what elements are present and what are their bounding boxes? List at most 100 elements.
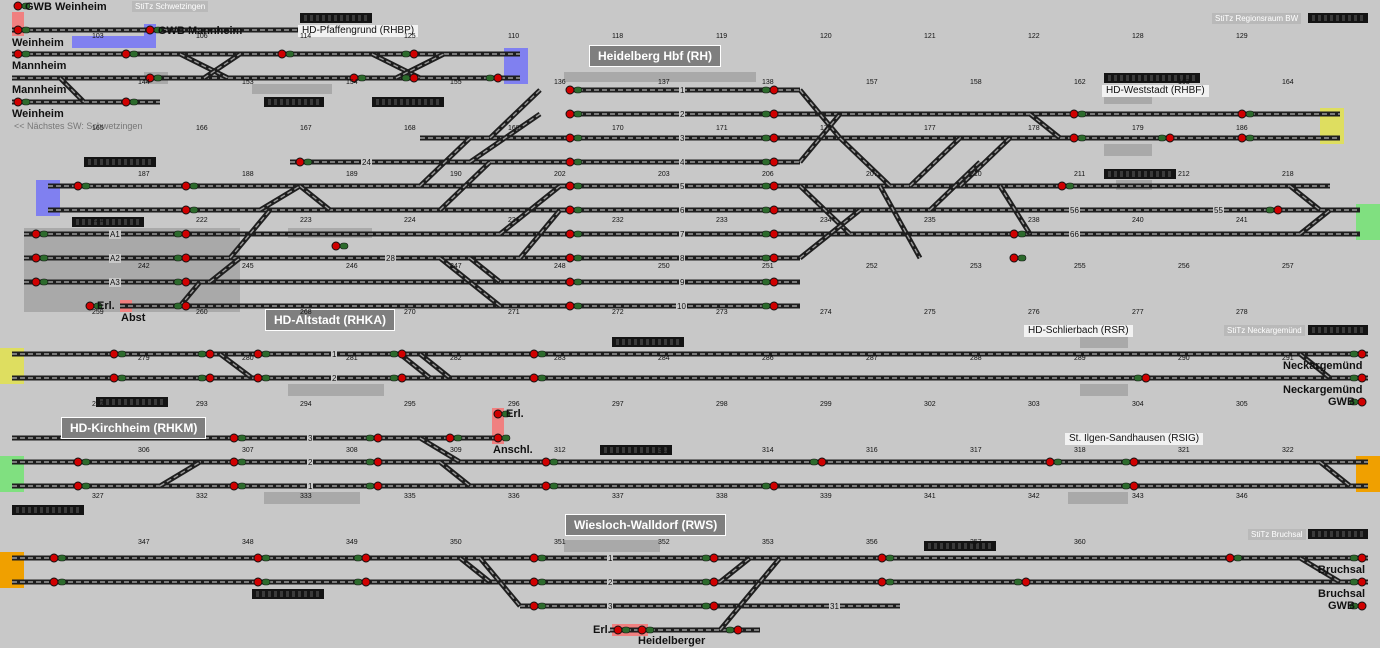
display-cell [1144,75,1147,81]
display-cell [646,447,649,453]
display-cell [106,219,109,225]
signal-head [549,482,559,490]
label-weinheim-top[interactable]: Weinheim [12,37,64,49]
display-cell [976,543,979,549]
display-cell [1120,171,1123,177]
signal-head [261,350,271,358]
header-hd-kirchheim[interactable]: HD-Kirchheim (RHKM) [61,417,207,439]
signal-aspect [181,229,191,239]
display-cell [1336,327,1339,333]
display-cell [148,159,151,165]
track-segment [1298,555,1342,585]
display-cell [130,219,133,225]
label-mannheim-2[interactable]: Mannheim [12,84,67,96]
signal-head [189,206,199,214]
display-cell [58,507,61,513]
display-cell [280,99,283,105]
display-cell [316,591,319,597]
signal-number: 316 [866,447,878,454]
display-cell [82,219,85,225]
signal-number: 246 [346,263,358,270]
display-cell [1138,75,1141,81]
track-number: 24 [361,158,372,167]
signal-number: 279 [138,355,150,362]
signal-aspect [1357,349,1367,359]
track-center [1319,461,1351,487]
display-cell [1150,171,1153,177]
display-cell [268,591,271,597]
track-number: A3 [109,278,121,287]
signal-head [761,158,771,166]
label-erl-2[interactable]: Erl. [506,408,524,420]
label-neckargemuend-1[interactable]: Neckargemünd [1283,360,1363,372]
display-cell [286,591,289,597]
label-gwb-weinheim[interactable]: GWB Weinheim [25,1,107,13]
signal-number: 171 [716,125,728,132]
label-heidelberger[interactable]: Heidelberger [638,635,706,647]
signal-number: 114 [300,33,312,40]
display-cell [634,447,637,453]
display-cell [412,99,415,105]
label-bruchsal-2[interactable]: Bruchsal [1318,588,1366,600]
display-cell [1168,171,1171,177]
signal-aspect [565,277,575,287]
signal-number: 224 [404,217,416,224]
signal-head [725,626,735,634]
display-cell [310,15,313,21]
label-erl-3[interactable]: Erl. [593,624,611,636]
signal-number: 314 [762,447,774,454]
label-weinheim-bottom[interactable]: Weinheim [12,108,64,120]
display-cell [1348,531,1351,537]
signal-head [261,578,271,586]
display-cell [124,219,127,225]
track-number: 3 [307,434,314,443]
display-cell [340,15,343,21]
label-anschl[interactable]: Anschl. [493,444,533,456]
label-gwb-neckar[interactable]: GWB [1328,396,1355,408]
signal-head [353,554,363,562]
display-cell [676,339,679,345]
signal-head [197,374,207,382]
signal-aspect [1129,481,1139,491]
signal-number: 120 [820,33,832,40]
signal-number: 289 [1074,355,1086,362]
label-gwb-bruchsal[interactable]: GWB [1328,600,1355,612]
signal-number: 281 [346,355,358,362]
signal-number: 276 [1028,309,1040,316]
header-wiesloch-walldorf[interactable]: Wiesloch-Walldorf (RWS) [565,514,727,536]
label-erl-1[interactable]: Erl. [97,300,115,312]
signal-number: 256 [1178,263,1190,270]
label-gwb-mannheim[interactable]: GWB Mannheim [158,25,243,37]
signal-number: 212 [1178,171,1190,178]
track-number: 31 [829,602,840,611]
display-cell [64,507,67,513]
signal-number: 218 [1282,171,1294,178]
signal-number: 179 [1132,125,1144,132]
signal-head [1349,350,1359,358]
display-cell [142,159,145,165]
signal-number: 138 [762,79,774,86]
track-center [929,161,981,211]
display-cell [52,507,55,513]
occupied-zone [1080,336,1128,348]
signal-aspect [121,49,131,59]
signal-aspect [1237,109,1247,119]
signal-aspect [229,433,239,443]
label-abst[interactable]: Abst [121,312,146,324]
header-heidelberg-hbf[interactable]: Heidelberg Hbf (RH) [589,45,721,67]
signal-number: 327 [92,493,104,500]
display-cell [952,543,955,549]
track-number: A1 [109,230,121,239]
track-number: 2 [679,110,686,119]
display-cell [1144,171,1147,177]
label-neckargemuend-2[interactable]: Neckargemünd [1283,384,1363,396]
header-hd-altstadt[interactable]: HD-Altstadt (RHKA) [265,309,395,331]
display-cell [628,447,631,453]
display-cell [1150,75,1153,81]
signal-aspect [1009,229,1019,239]
display-cell [274,591,277,597]
display-cell [112,399,115,405]
label-mannheim-1[interactable]: Mannheim [12,60,67,72]
label-bruchsal-1[interactable]: Bruchsal [1318,564,1366,576]
display-cell [1114,171,1117,177]
